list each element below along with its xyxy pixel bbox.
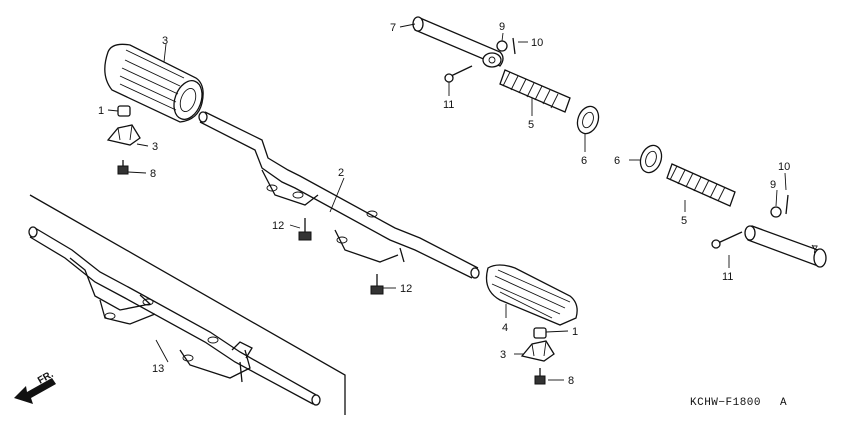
pin-assembly-right bbox=[711, 194, 827, 268]
leader-lines bbox=[107, 23, 816, 381]
inset-frame bbox=[29, 194, 346, 415]
callout-12b: 12 bbox=[400, 283, 412, 295]
footpeg-rubber-4a bbox=[104, 43, 204, 123]
callout-5b: 5 bbox=[681, 215, 687, 227]
callout-9b: 9 bbox=[770, 179, 776, 191]
callout-12a: 12 bbox=[272, 220, 284, 232]
callout-11b: 11 bbox=[722, 271, 733, 283]
callout-10b: 10 bbox=[778, 161, 790, 173]
callout-6a: 6 bbox=[581, 155, 587, 167]
callout-13: 13 bbox=[152, 363, 164, 375]
callout-2: 2 bbox=[338, 167, 344, 179]
front-direction-arrow bbox=[14, 378, 56, 404]
callout-4b: 4 bbox=[502, 322, 508, 334]
bolts-12 bbox=[298, 218, 384, 295]
diagram-code: KCHW−F1800 bbox=[690, 397, 761, 409]
pin-assembly-top bbox=[412, 16, 516, 83]
step-bar-13 bbox=[28, 226, 321, 406]
callout-1b: 1 bbox=[572, 326, 578, 338]
callout-7b: 7 bbox=[812, 244, 818, 256]
bolt-cluster-right bbox=[520, 327, 555, 385]
spring-washer-top bbox=[499, 69, 600, 135]
diagram-code-suffix: A bbox=[780, 397, 787, 409]
callout-1a: 1 bbox=[98, 105, 104, 117]
spring-washer-right bbox=[639, 144, 736, 207]
callout-9a: 9 bbox=[499, 21, 505, 33]
callout-3a: 3 bbox=[152, 141, 158, 153]
step-bar-2 bbox=[198, 111, 480, 279]
callout-7a: 7 bbox=[390, 22, 396, 34]
callout-6b: 6 bbox=[614, 155, 620, 167]
callout-11a: 11 bbox=[443, 99, 454, 111]
callout-8a: 8 bbox=[150, 168, 156, 180]
callout-3b: 3 bbox=[500, 349, 506, 361]
callout-5a: 5 bbox=[528, 119, 534, 131]
footpeg-rubber-4b bbox=[485, 264, 578, 326]
callout-8b: 8 bbox=[568, 375, 574, 387]
bolt-cluster-left bbox=[106, 105, 141, 175]
callout-10a: 10 bbox=[531, 37, 543, 49]
callout-4a: 3 bbox=[162, 35, 168, 47]
